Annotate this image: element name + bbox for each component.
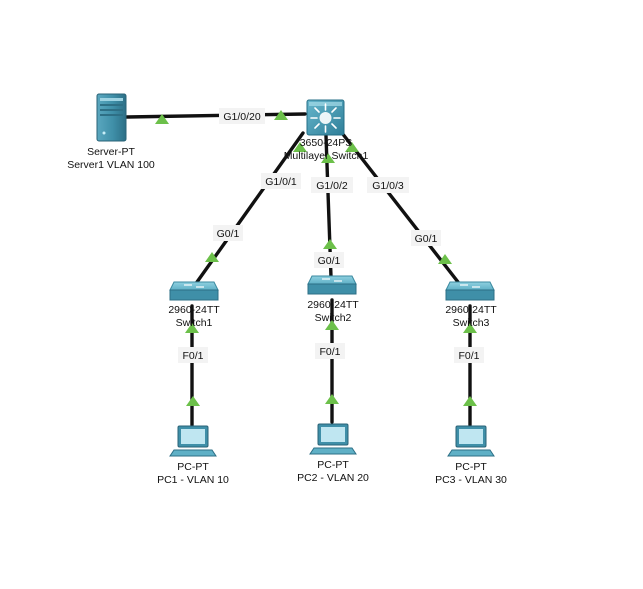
server-name: Server1 VLAN 100 xyxy=(67,159,155,171)
server-icon[interactable] xyxy=(96,93,127,142)
pc-icon[interactable] xyxy=(447,425,495,457)
link-up-icon xyxy=(185,323,199,333)
link-up-icon xyxy=(293,142,307,152)
switch-icon[interactable] xyxy=(445,281,495,301)
pc1-name: PC1 - VLAN 10 xyxy=(157,474,229,486)
pc2-node[interactable]: PC-PT PC2 - VLAN 20 xyxy=(297,423,369,484)
pc3-node[interactable]: PC-PT PC3 - VLAN 30 xyxy=(435,425,507,486)
switch3-name: Switch3 xyxy=(453,317,490,329)
link-status-indicators xyxy=(155,110,477,406)
link-up-icon xyxy=(463,396,477,406)
switch1-node[interactable]: 2960-24TT Switch1 xyxy=(168,281,220,329)
link-up-icon xyxy=(155,114,169,124)
multilayer-switch-icon[interactable] xyxy=(306,99,345,136)
switch1-model: 2960-24TT xyxy=(168,304,220,316)
switch2-node[interactable]: 2960-24TT Switch2 xyxy=(307,275,359,324)
switch3-model: 2960-24TT xyxy=(445,304,497,316)
link-up-icon xyxy=(205,252,219,262)
pc3-name: PC3 - VLAN 30 xyxy=(435,474,507,486)
server-model: Server-PT xyxy=(87,146,135,158)
switch-icon[interactable] xyxy=(307,275,357,295)
link-up-icon xyxy=(438,254,452,264)
core-model: 3650-24PS xyxy=(300,137,353,149)
port-label-core-sw1: G1/0/1 xyxy=(265,176,297,188)
link-up-icon xyxy=(323,239,337,249)
pc3-model: PC-PT xyxy=(455,461,487,473)
port-label-sw3-pc: F0/1 xyxy=(458,350,479,362)
link-up-icon xyxy=(325,394,339,404)
port-label-sw2-up: G0/1 xyxy=(318,255,341,267)
pc2-model: PC-PT xyxy=(317,459,349,471)
link-up-icon xyxy=(274,110,288,120)
link-up-icon xyxy=(321,153,335,163)
switch1-name: Switch1 xyxy=(176,317,213,329)
link-up-icon xyxy=(186,396,200,406)
pc1-model: PC-PT xyxy=(177,461,209,473)
link-server-core[interactable] xyxy=(125,112,307,119)
port-label-sw3-up: G0/1 xyxy=(415,233,438,245)
switch2-model: 2960-24TT xyxy=(307,299,359,311)
port-label-core-sw3: G1/0/3 xyxy=(372,180,404,192)
link-up-icon xyxy=(345,142,359,152)
pc-icon[interactable] xyxy=(169,425,217,457)
pc2-name: PC2 - VLAN 20 xyxy=(297,472,369,484)
port-label-core-server: G1/0/20 xyxy=(223,111,261,123)
link-core-switch3[interactable] xyxy=(340,131,460,284)
link-up-icon xyxy=(325,320,339,330)
core-switch-node[interactable]: 3650-24PS Multilayer Switch1 xyxy=(284,99,369,162)
port-labels: G1/0/20 G1/0/1 G1/0/2 G1/0/3 G0/1 G0/1 G… xyxy=(178,108,484,363)
pc-icon[interactable] xyxy=(309,423,357,455)
link-up-icon xyxy=(463,323,477,333)
port-label-sw1-up: G0/1 xyxy=(217,228,240,240)
pc1-node[interactable]: PC-PT PC1 - VLAN 10 xyxy=(157,425,229,486)
port-label-sw1-pc: F0/1 xyxy=(182,350,203,362)
port-label-core-sw2: G1/0/2 xyxy=(316,180,348,192)
switch-icon[interactable] xyxy=(169,281,219,301)
switch2-name: Switch2 xyxy=(315,312,352,324)
port-label-sw2-pc: F0/1 xyxy=(319,346,340,358)
server-node[interactable]: Server-PT Server1 VLAN 100 xyxy=(67,93,155,171)
switch3-node[interactable]: 2960-24TT Switch3 xyxy=(445,281,497,329)
core-name: Multilayer Switch1 xyxy=(284,150,369,162)
